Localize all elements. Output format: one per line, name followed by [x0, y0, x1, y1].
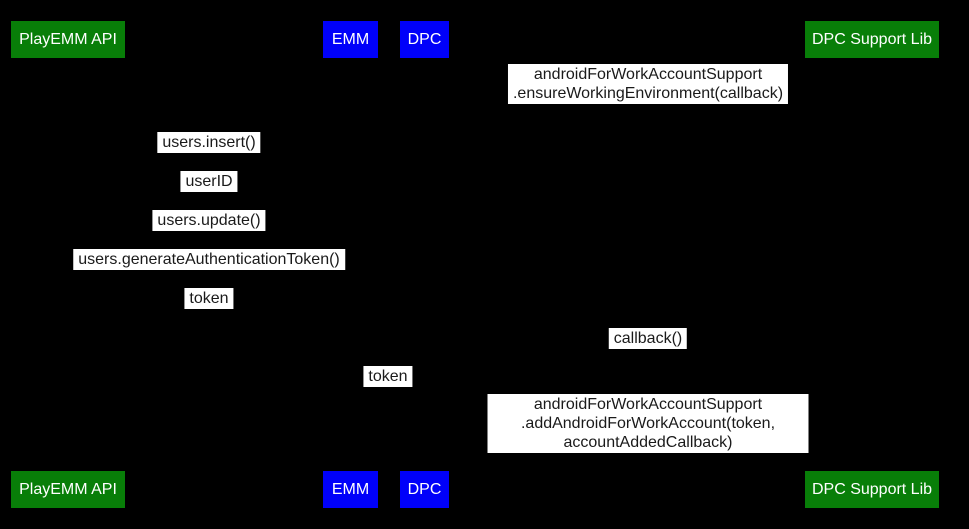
participant-label: DPC Support Lib	[811, 480, 933, 498]
participant-playemm-api-bottom: PlayEMM API	[11, 471, 125, 508]
participant-label: EMM	[331, 30, 370, 48]
participant-dpc-support-lib-top: DPC Support Lib	[805, 21, 939, 58]
participant-label: PlayEMM API	[19, 30, 117, 48]
message-callback: callback()	[608, 328, 688, 349]
message-token-return: token	[184, 288, 234, 309]
participant-label: EMM	[331, 480, 370, 498]
message-add-android-for-work-account: androidForWorkAccountSupport .addAndroid…	[487, 394, 809, 453]
message-users-update: users.update()	[152, 210, 266, 231]
participant-label: DPC Support Lib	[811, 30, 933, 48]
participant-emm-bottom: EMM	[323, 471, 378, 508]
message-token-pass: token	[363, 366, 413, 387]
message-user-id: userID	[180, 171, 238, 192]
participant-dpc-bottom: DPC	[400, 471, 449, 508]
message-users-insert: users.insert()	[157, 132, 261, 153]
participant-dpc-support-lib-bottom: DPC Support Lib	[805, 471, 939, 508]
participant-emm-top: EMM	[323, 21, 378, 58]
message-ensure-working-environment: androidForWorkAccountSupport .ensureWork…	[507, 64, 789, 104]
participant-label: DPC	[407, 30, 442, 48]
participant-label: DPC	[407, 480, 442, 498]
message-generate-authentication-token: users.generateAuthenticationToken()	[73, 249, 345, 270]
participant-label: PlayEMM API	[19, 480, 117, 498]
participant-dpc-top: DPC	[400, 21, 449, 58]
participant-playemm-api-top: PlayEMM API	[11, 21, 125, 58]
